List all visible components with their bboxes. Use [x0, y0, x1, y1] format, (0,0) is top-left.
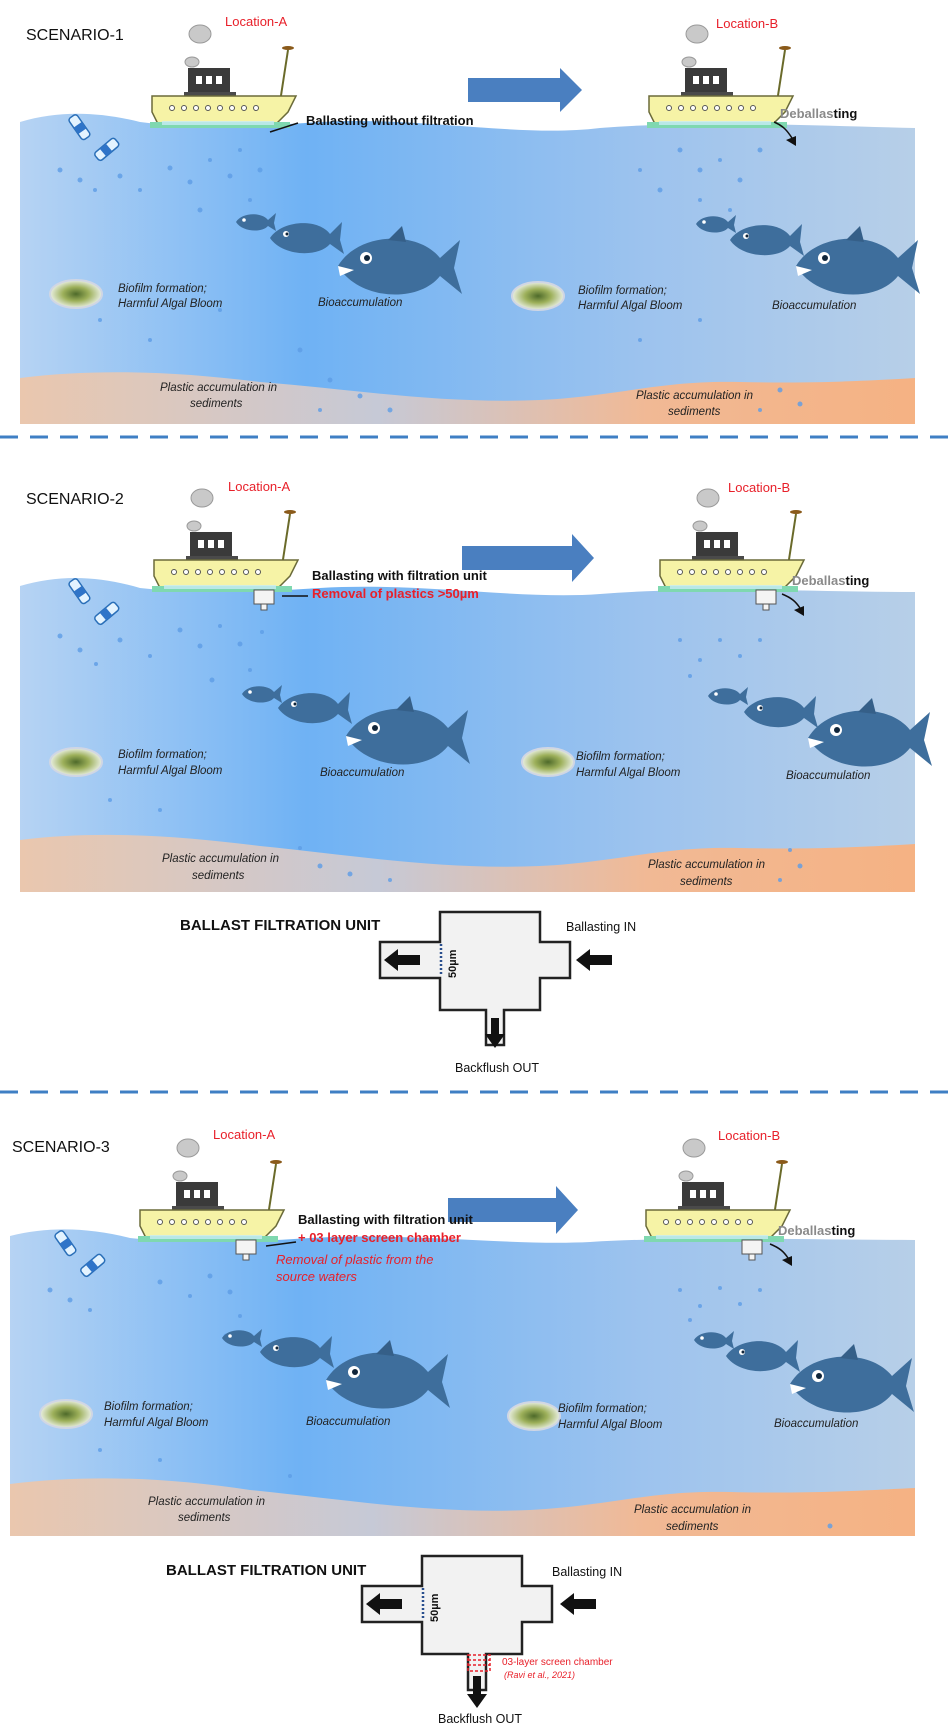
- scenario-3-left-sediment-line2: sediments: [178, 1512, 231, 1524]
- filtration-unit-2-mesh-label: 50µm: [429, 1593, 441, 1622]
- scenario-3-right-sediment-line1: Plastic accumulation in: [634, 1504, 751, 1516]
- scenario-3-right-biofilm-line1: Biofilm formation;: [558, 1403, 647, 1415]
- filtration-unit-2-screen-ref: (Ravi et al., 2021): [504, 1670, 575, 1680]
- scenario-1-right-sediment-line1: Plastic accumulation in: [636, 390, 753, 402]
- scenario-3-right-sediment-line2: sediments: [666, 1521, 719, 1533]
- scenario-3-right-bioaccumulation: Bioaccumulation: [774, 1418, 858, 1430]
- scenario-3-title: SCENARIO-3: [12, 1139, 110, 1156]
- filtration-unit-1-outlet-label: Backflush OUT: [455, 1061, 539, 1075]
- scenario-2-algae-b-icon: [521, 747, 575, 777]
- scenario-1-water: [20, 113, 915, 424]
- scenario-1-algae-a-icon: [49, 279, 103, 309]
- scenario-3-callout-line3a: Removal of plastic from the: [276, 1252, 434, 1267]
- scenario-3-location-a: Location-A: [213, 1127, 275, 1142]
- scenario-3-callout-line3b: source waters: [276, 1269, 357, 1284]
- scenario-2-callout-line1: Ballasting with filtration unit: [312, 568, 487, 583]
- scenario-2-right-biofilm-line1: Biofilm formation;: [576, 751, 665, 763]
- scenario-2-deballasting: Deballasting: [792, 573, 869, 588]
- scenario-3-callout-line1: Ballasting with filtration unit: [298, 1212, 473, 1227]
- scenario-3-panel: SCENARIO-3 Location-A Location-B Ballast…: [10, 1127, 915, 1536]
- scenario-1-bubbles: [57, 147, 803, 413]
- scenario-1-ship-a-icon: [149, 24, 297, 129]
- filtration-unit-2-title: BALLAST FILTRATION UNIT: [166, 1562, 366, 1579]
- scenario-1-left-sediment-line1: Plastic accumulation in: [160, 382, 277, 394]
- scenario-2-ship-b-icon: [657, 488, 805, 593]
- scenario-1-travel-arrow-icon: [468, 68, 582, 112]
- scenario-3-left-biofilm-line2: Harmful Algal Bloom: [104, 1417, 209, 1429]
- scenario-2-panel: SCENARIO-2 Location-A Location-B Ballast…: [20, 479, 932, 892]
- filtration-unit-2-outlet-label: Backflush OUT: [438, 1712, 522, 1726]
- scenario-1-algae-b-icon: [511, 281, 565, 311]
- scenario-2-callout-line2: Removal of plastics >50µm: [312, 586, 479, 601]
- scenario-2-right-bioaccumulation: Bioaccumulation: [786, 770, 870, 782]
- scenario-1-panel: SCENARIO-1 Location-A Location-B Ballast…: [20, 14, 920, 424]
- scenario-2-bubbles: [57, 624, 803, 882]
- filtration-unit-2: BALLAST FILTRATION UNIT Ballasting IN Ba…: [166, 1554, 622, 1726]
- scenario-2-left-bioaccumulation: Bioaccumulation: [320, 767, 404, 779]
- scenario-2-left-biofilm-line1: Biofilm formation;: [118, 749, 207, 761]
- scenario-2-water: [20, 577, 915, 892]
- scenario-1-callout: Ballasting without filtration: [306, 113, 474, 128]
- scenario-2-ship-a-icon: [151, 488, 299, 593]
- filtration-unit-1-inlet-label: Ballasting IN: [566, 920, 636, 934]
- scenario-2-travel-arrow-icon: [462, 534, 594, 582]
- scenario-2-right-sediment-line2: sediments: [680, 876, 733, 888]
- filtration-unit-1-mesh-label: 50µm: [447, 949, 459, 978]
- scenario-2-location-a: Location-A: [228, 479, 290, 494]
- scenario-3-left-biofilm-line1: Biofilm formation;: [104, 1401, 193, 1413]
- scenario-2-left-sediment-line1: Plastic accumulation in: [162, 853, 279, 865]
- filtration-unit-2-screen-label: 03-layer screen chamber: [502, 1657, 613, 1668]
- scenario-3-left-bioaccumulation: Bioaccumulation: [306, 1416, 390, 1428]
- scenario-3-deballasting: Deballasting: [778, 1223, 855, 1238]
- scenario-1-location-b: Location-B: [716, 16, 778, 31]
- scenario-2-location-b: Location-B: [728, 480, 790, 495]
- scenario-1-location-a: Location-A: [225, 14, 287, 29]
- scenario-3-algae-b-icon: [507, 1401, 561, 1431]
- scenario-3-location-b: Location-B: [718, 1128, 780, 1143]
- scenario-3-callout-line2: + 03 layer screen chamber: [298, 1230, 461, 1245]
- scenario-1-right-sediment-line2: sediments: [668, 406, 721, 418]
- scenario-1-deballasting: Deballasting: [780, 106, 857, 121]
- filtration-unit-2-screen-chamber: [467, 1654, 491, 1672]
- filtration-unit-1: BALLAST FILTRATION UNIT Ballasting IN Ba…: [180, 910, 636, 1075]
- scenario-3-ship-b-icon: [643, 1138, 791, 1243]
- scenario-2-left-sediment-line2: sediments: [192, 870, 245, 882]
- scenario-2-right-biofilm-line2: Harmful Algal Bloom: [576, 767, 681, 779]
- scenario-1-right-biofilm-line2: Harmful Algal Bloom: [578, 300, 683, 312]
- scenario-2-algae-a-icon: [49, 747, 103, 777]
- scenario-2-right-sediment-line1: Plastic accumulation in: [648, 859, 765, 871]
- scenario-3-sediment: [10, 1478, 915, 1536]
- scenario-2-sediment: [20, 834, 915, 892]
- scenario-2-left-biofilm-line2: Harmful Algal Bloom: [118, 765, 223, 777]
- filtration-unit-1-title: BALLAST FILTRATION UNIT: [180, 917, 380, 934]
- scenario-1-title: SCENARIO-1: [26, 27, 124, 44]
- scenario-1-sediment: [20, 372, 915, 424]
- scenario-3-ship-a-icon: [137, 1138, 285, 1243]
- scenario-3-left-sediment-line1: Plastic accumulation in: [148, 1496, 265, 1508]
- scenario-3-algae-a-icon: [39, 1399, 93, 1429]
- scenario-1-right-bioaccumulation: Bioaccumulation: [772, 300, 856, 312]
- scenario-3-water: [10, 1229, 915, 1536]
- scenario-1-left-biofilm-line1: Biofilm formation;: [118, 283, 207, 295]
- scenario-3-travel-arrow-icon: [448, 1186, 578, 1234]
- scenario-1-left-bioaccumulation: Bioaccumulation: [318, 297, 402, 309]
- filtration-unit-2-inlet-label: Ballasting IN: [552, 1565, 622, 1579]
- scenario-2-title: SCENARIO-2: [26, 491, 124, 508]
- scenario-1-left-biofilm-line2: Harmful Algal Bloom: [118, 298, 223, 310]
- scenario-1-ship-b-icon: [646, 24, 794, 129]
- scenario-1-right-biofilm-line1: Biofilm formation;: [578, 285, 667, 297]
- scenario-3-right-biofilm-line2: Harmful Algal Bloom: [558, 1419, 663, 1431]
- scenario-1-left-sediment-line2: sediments: [190, 398, 243, 410]
